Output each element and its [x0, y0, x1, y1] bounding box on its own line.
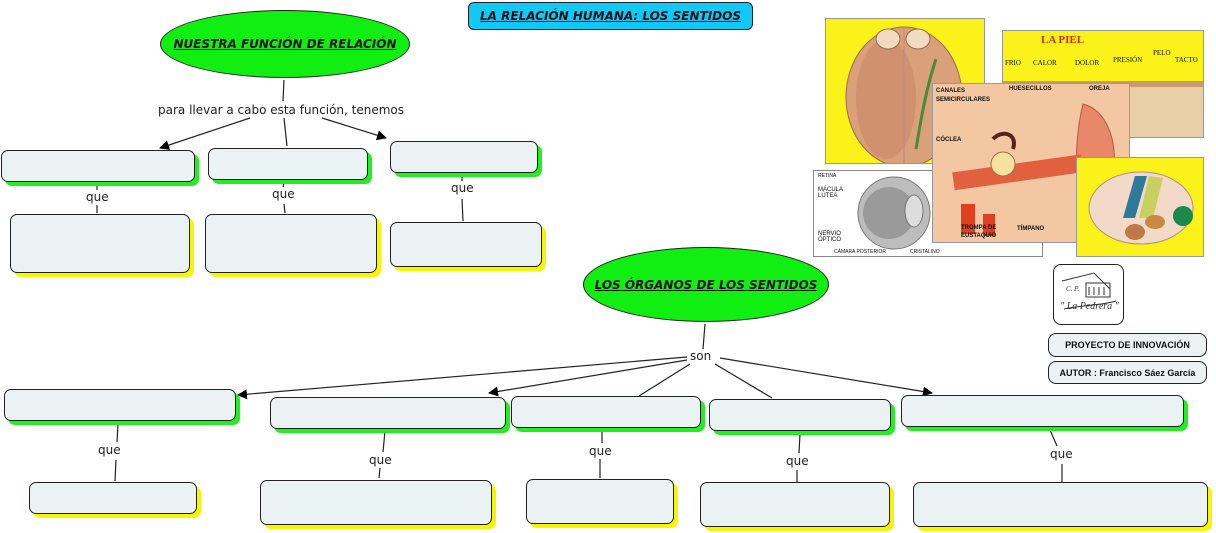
- concept-node[interactable]: [390, 222, 542, 267]
- link-phrase-que: que: [270, 187, 297, 201]
- skin-label: TACTO: [1175, 56, 1198, 64]
- skin-title: LA PIEL: [1041, 34, 1085, 46]
- concept-node[interactable]: [270, 397, 506, 429]
- concept-label: LOS ÓRGANOS DE LOS SENTIDOS: [594, 277, 818, 292]
- connector: [798, 433, 801, 454]
- connector: [461, 198, 464, 222]
- link-phrase-son: son: [688, 349, 714, 363]
- tongue-icon: [845, 26, 963, 163]
- concept-node[interactable]: [10, 214, 190, 273]
- ear-label: HUESECILLOS: [1009, 86, 1052, 92]
- concept-node[interactable]: [4, 389, 236, 421]
- connector: [488, 359, 688, 397]
- concept-node[interactable]: [913, 482, 1208, 527]
- ear-label: TROMPA DE EUSTAQUIO: [961, 225, 997, 239]
- brain-image[interactable]: [1076, 157, 1204, 257]
- link-phrase-que: que: [84, 190, 111, 204]
- ear-label: OREJA: [1089, 86, 1110, 92]
- connector: [114, 459, 117, 482]
- connector: [1049, 429, 1058, 447]
- map-title-text: LA RELACIÓN HUMANA: LOS SENTIDOS: [480, 9, 741, 23]
- connector: [283, 117, 288, 147]
- connector: [382, 430, 386, 453]
- project-text: PROYECTO DE INNOVACIÓN: [1065, 340, 1190, 350]
- author-label[interactable]: AUTOR : Francisco Sáez García: [1048, 361, 1207, 384]
- map-title[interactable]: LA RELACIÓN HUMANA: LOS SENTIDOS: [468, 2, 753, 30]
- connector: [638, 363, 691, 397]
- skin-label: PRESIÓN: [1113, 56, 1143, 64]
- concept-node[interactable]: [29, 482, 197, 514]
- link-phrase-que: que: [96, 443, 123, 457]
- link-phrase-que: que: [784, 454, 811, 468]
- link-phrase-que: que: [1048, 447, 1075, 461]
- link-phrase-tenemos: para llevar a cabo esta función, tenemos: [156, 103, 407, 117]
- link-phrase-que: que: [449, 181, 476, 195]
- skin-label: PELO: [1153, 49, 1171, 57]
- concept-node[interactable]: [390, 141, 538, 173]
- eye-label: MÁCULA LÚTEA: [818, 187, 843, 199]
- concept-node[interactable]: [901, 395, 1184, 427]
- concept-node[interactable]: [511, 396, 701, 428]
- concept-node[interactable]: [1, 150, 195, 182]
- concept-node[interactable]: [700, 482, 890, 527]
- skin-label: CALOR: [1033, 59, 1057, 67]
- eye-label: RETINA: [818, 173, 837, 179]
- school-logo[interactable]: C. P. " La Pedrera ": [1053, 264, 1124, 325]
- concept-label: NUESTRA FUNCIÓN DE RELACIÓN: [173, 37, 397, 51]
- concept-node[interactable]: [260, 480, 492, 525]
- concept-nuestra-funcion[interactable]: NUESTRA FUNCIÓN DE RELACIÓN: [160, 10, 410, 78]
- eye-label: NERVIO ÓPTICO: [818, 231, 842, 243]
- ear-label: TÍMPANO: [1017, 226, 1045, 232]
- author-text: AUTOR : Francisco Sáez García: [1059, 367, 1196, 378]
- concept-node[interactable]: [526, 479, 674, 524]
- connector: [159, 117, 251, 150]
- concept-organos-sentidos[interactable]: LOS ÓRGANOS DE LOS SENTIDOS: [583, 247, 829, 322]
- eye-label: CÁMARA POSTERIOR: [834, 249, 886, 255]
- eye-label: CRISTALINO: [910, 249, 940, 255]
- concept-node[interactable]: [709, 399, 891, 431]
- connector: [719, 357, 933, 397]
- ear-label: CANALES SEMICIRCULARES: [936, 88, 991, 103]
- connector: [116, 423, 119, 443]
- connector: [283, 203, 286, 214]
- concept-node[interactable]: [208, 148, 368, 180]
- logo-text: C. P.: [1066, 285, 1080, 293]
- connector: [714, 363, 773, 399]
- skin-label: DOLOR: [1075, 59, 1100, 67]
- connector: [282, 79, 285, 102]
- project-label[interactable]: PROYECTO DE INNOVACIÓN: [1048, 333, 1207, 357]
- connector: [237, 356, 688, 400]
- link-phrase-que: que: [587, 444, 614, 458]
- logo-text: " La Pedrera ": [1060, 301, 1119, 312]
- connector: [321, 117, 387, 141]
- ear-label: CÓCLEA: [936, 137, 962, 143]
- eye-icon: [857, 176, 931, 250]
- connector: [378, 467, 381, 479]
- brain-icon: [1088, 171, 1194, 245]
- concept-node[interactable]: [205, 214, 377, 273]
- link-phrase-que: que: [367, 453, 394, 467]
- skin-label: FRIO: [1005, 59, 1021, 67]
- connector: [702, 323, 706, 350]
- school-building-icon: [1061, 272, 1117, 310]
